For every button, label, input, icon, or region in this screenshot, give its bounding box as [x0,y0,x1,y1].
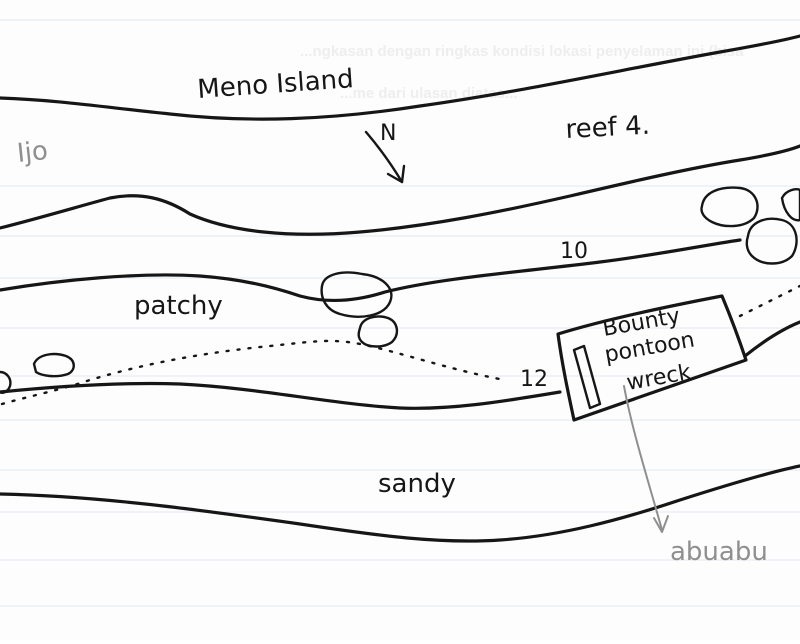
leader-arrow-icon [623,385,669,533]
bounty-pontoon-wreck: Bounty pontoon wreck [556,294,748,422]
reef-crest-contour [0,144,800,236]
coral-patch [700,186,759,228]
sandy-label: sandy [378,469,456,499]
island-label: Meno Island [196,64,354,105]
dive-route-dotted-right [738,284,800,318]
notebook-ruling [0,19,800,607]
island-shoreline [0,34,800,121]
north-label: N [380,121,396,146]
coral-patch [320,271,393,318]
dive-route-dotted [0,339,507,406]
wreck-outline [556,294,748,422]
coral-patch [780,188,800,222]
right-edge-contour [743,320,800,358]
reef-label: reef 4. [565,111,651,145]
coral-patch [32,352,75,378]
depth-label-10: 10 [560,239,588,264]
depth-contour-10m [0,238,742,302]
depth-contour-12m [0,381,562,410]
wreck-label-line-3: wreck [625,360,694,396]
north-arrow-icon [364,130,406,184]
coral-patch [745,217,798,265]
patchy-label: patchy [134,291,223,321]
bleed-through-line-1: ...ngkasan dengan ringkas kondisi lokasi… [300,43,744,60]
depth-label-12: 12 [520,367,548,392]
wreck-hull-marker [572,344,602,410]
ijo-label: Ijo [16,136,50,169]
abuabu-label: abuabu [670,537,768,567]
coral-patch [357,315,399,348]
coral-patches [0,186,800,394]
coral-patch [0,370,12,394]
sandy-contour [0,464,800,543]
